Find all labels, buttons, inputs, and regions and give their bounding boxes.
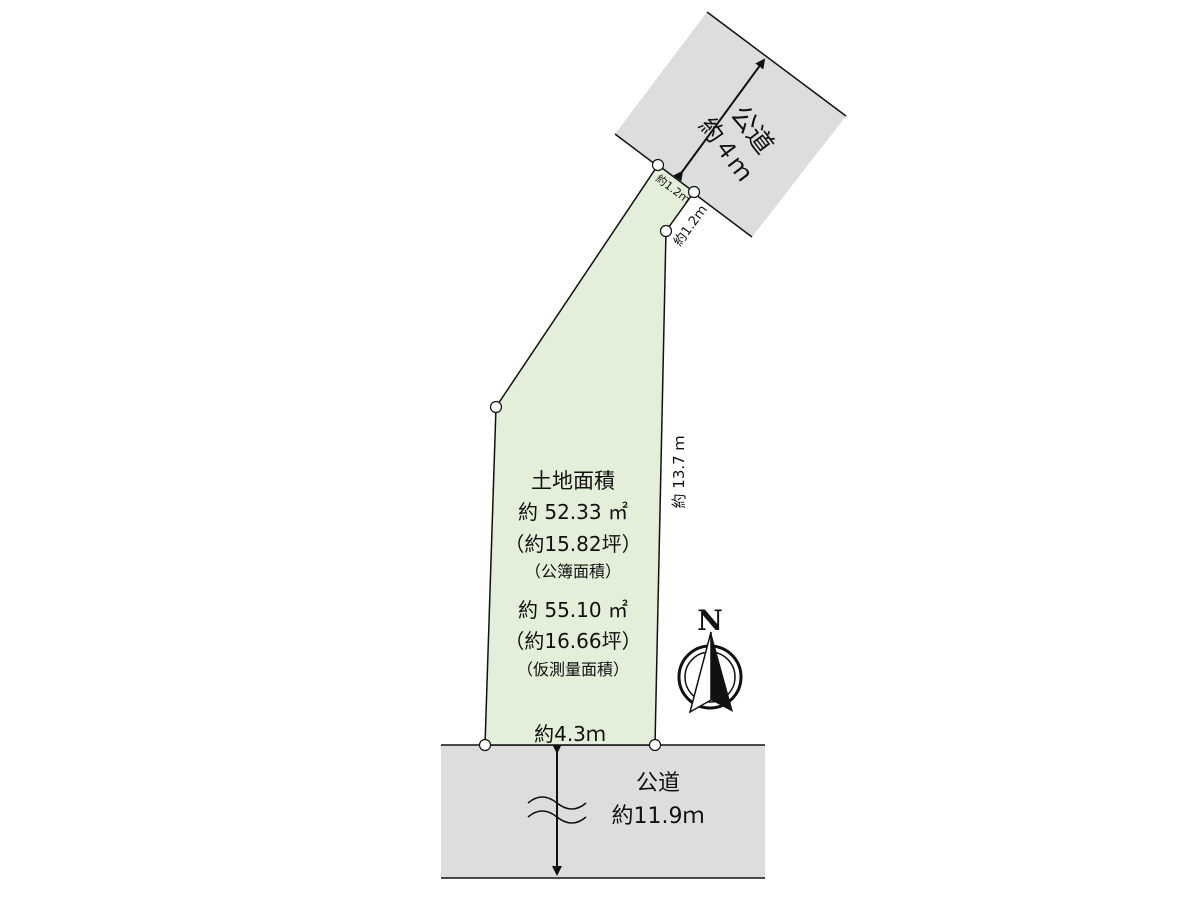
lot-title: 土地面積 [531,469,615,493]
survey-area-tsubo: （約16.66坪） [504,629,641,653]
north-road: 公道 約４ｍ [614,11,847,238]
dim-south-side: 約4.3ｍ [534,722,606,746]
lot: 土地面積 約 52.33 ㎡ （約15.82坪） （公簿面積） 約 55.10 … [478,158,701,752]
registered-area-tsubo: （約15.82坪） [504,532,641,556]
registered-area-sqm: 約 52.33 ㎡ [518,500,628,524]
south-road-width: 約11.9ｍ [612,804,705,829]
survey-note: （仮測量面積） [517,660,629,679]
survey-area-sqm: 約 55.10 ㎡ [518,598,628,622]
registered-note: （公簿面積） [525,562,621,581]
north-arrow-icon: N [677,604,743,714]
compass-label: N [697,604,723,637]
south-road: 公道 約11.9ｍ [441,744,765,879]
break-mark-icon [527,796,587,824]
dim-east-side: 約 13.7 ｍ [670,436,688,509]
south-road-label: 公道 [636,771,680,796]
lot-corner-markers [478,158,701,752]
north-road-width-arrow [673,58,766,182]
